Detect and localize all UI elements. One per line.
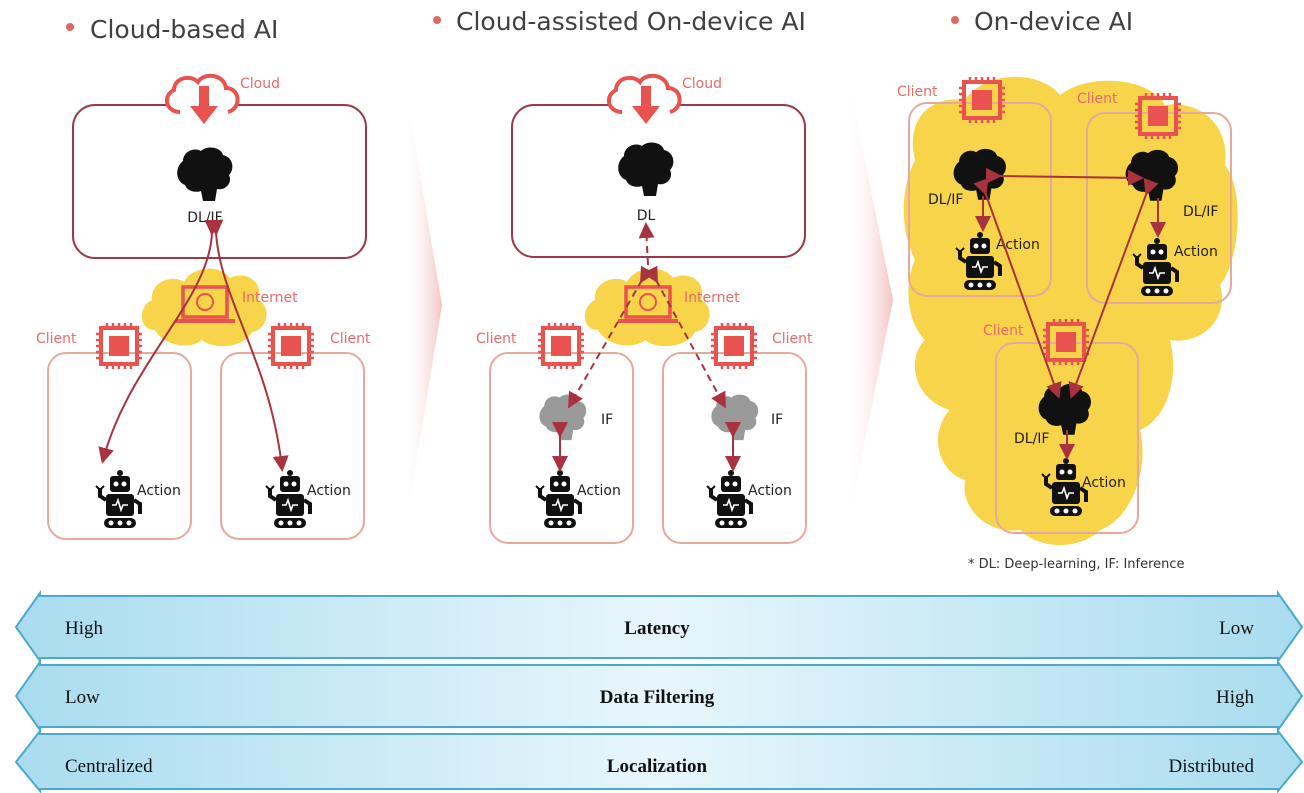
chip-icon: [1133, 91, 1183, 141]
brain-icon: [618, 142, 674, 196]
panel-title-cloud-assisted-text: Cloud-assisted On-device AI: [456, 7, 806, 36]
link-arrow: [973, 178, 1062, 399]
brain-label-2: DL/IF: [1183, 204, 1218, 220]
bar-left-label: Centralized: [65, 756, 153, 777]
footnote: * DL: Deep-learning, IF: Inference: [968, 557, 1185, 572]
action-label-1: Action: [137, 483, 181, 499]
link-arrow: [207, 219, 289, 472]
internet-label: Internet: [684, 290, 740, 306]
action-label-2: Action: [1174, 244, 1218, 260]
brain-label-3: DL/IF: [1014, 431, 1049, 447]
cloud-label: Cloud: [240, 76, 280, 92]
brain-icon: [711, 394, 759, 441]
internet-cloud: [141, 268, 267, 347]
double-arrow: [14, 728, 1304, 793]
action-label-2: Action: [748, 483, 792, 499]
separator-arrow-2: [845, 62, 893, 540]
robot-icon: [705, 468, 753, 530]
brain-icon: [177, 147, 233, 201]
client-brain-label-1: IF: [601, 412, 613, 428]
link-arrow: [1068, 177, 1159, 399]
robot-icon: [534, 468, 582, 530]
brain-label: DL: [637, 208, 656, 224]
panel-title-on-device-text: On-device AI: [974, 7, 1133, 36]
bar-left-label: Low: [65, 687, 100, 708]
client-label-2: Client: [772, 331, 813, 347]
panel-title-cloud-assisted: Cloud-assisted On-device AI: [433, 7, 806, 36]
bar-center-label: Localization: [607, 756, 708, 777]
brain-label: DL/IF: [187, 210, 222, 226]
chip-icon: [536, 321, 586, 371]
cloud-download-icon: [606, 73, 682, 124]
action-label-3: Action: [1082, 475, 1126, 491]
client-label-1: Client: [897, 84, 938, 100]
double-arrow: [14, 658, 1304, 734]
panel-title-cloud-based-text: Cloud-based AI: [90, 15, 278, 44]
chip-icon: [957, 75, 1007, 125]
bar-right-label: Low: [1219, 618, 1254, 639]
chip-icon: [1041, 317, 1091, 367]
chip-icon: [709, 321, 759, 371]
action-label-1: Action: [577, 483, 621, 499]
client-label-1: Client: [36, 331, 77, 347]
bar-data-filtering: Low Data Filtering High: [14, 658, 1304, 734]
panel-title-on-device: On-device AI: [951, 7, 1133, 36]
panel-cloud-assisted: Cloud DL Internet Client Client IF IF Ac…: [476, 73, 813, 544]
cloud-download-icon: [164, 73, 240, 124]
double-arrow: [14, 589, 1304, 665]
bar-localization: Centralized Localization Distributed: [14, 728, 1304, 793]
robot-icon: [94, 468, 142, 530]
brain-icon: [539, 394, 587, 441]
bar-center-label: Latency: [624, 618, 690, 639]
client-label-3: Client: [983, 323, 1024, 339]
link-arrow: [568, 265, 655, 409]
bar-center-label: Data Filtering: [600, 687, 715, 708]
separator-arrow-1: [402, 68, 442, 548]
client-label-2: Client: [330, 331, 371, 347]
cloud-label: Cloud: [682, 76, 722, 92]
internet-cloud: [584, 268, 710, 347]
chip-icon: [94, 321, 144, 371]
panel-title-cloud-based: Cloud-based AI: [66, 15, 278, 44]
bar-right-label: High: [1216, 687, 1255, 708]
client-label-2: Client: [1077, 91, 1118, 107]
link-arrow: [638, 222, 655, 266]
chip-icon: [266, 321, 316, 371]
internet-label: Internet: [242, 290, 298, 306]
panel-on-device: Client Client Client DL/IF DL/IF DL/IF A…: [897, 75, 1238, 545]
bar-latency: High Latency Low: [14, 589, 1304, 665]
bar-right-label: Distributed: [1169, 756, 1255, 777]
brain-label-1: DL/IF: [928, 192, 963, 208]
bar-left-label: High: [65, 618, 104, 639]
link-arrow: [985, 167, 1144, 186]
client-label-1: Client: [476, 331, 517, 347]
robot-icon: [264, 468, 312, 530]
action-label-2: Action: [307, 483, 351, 499]
panel-cloud-based: Cloud DL/IF Internet Client Client Actio…: [36, 73, 371, 540]
client-brain-label-2: IF: [771, 412, 783, 428]
